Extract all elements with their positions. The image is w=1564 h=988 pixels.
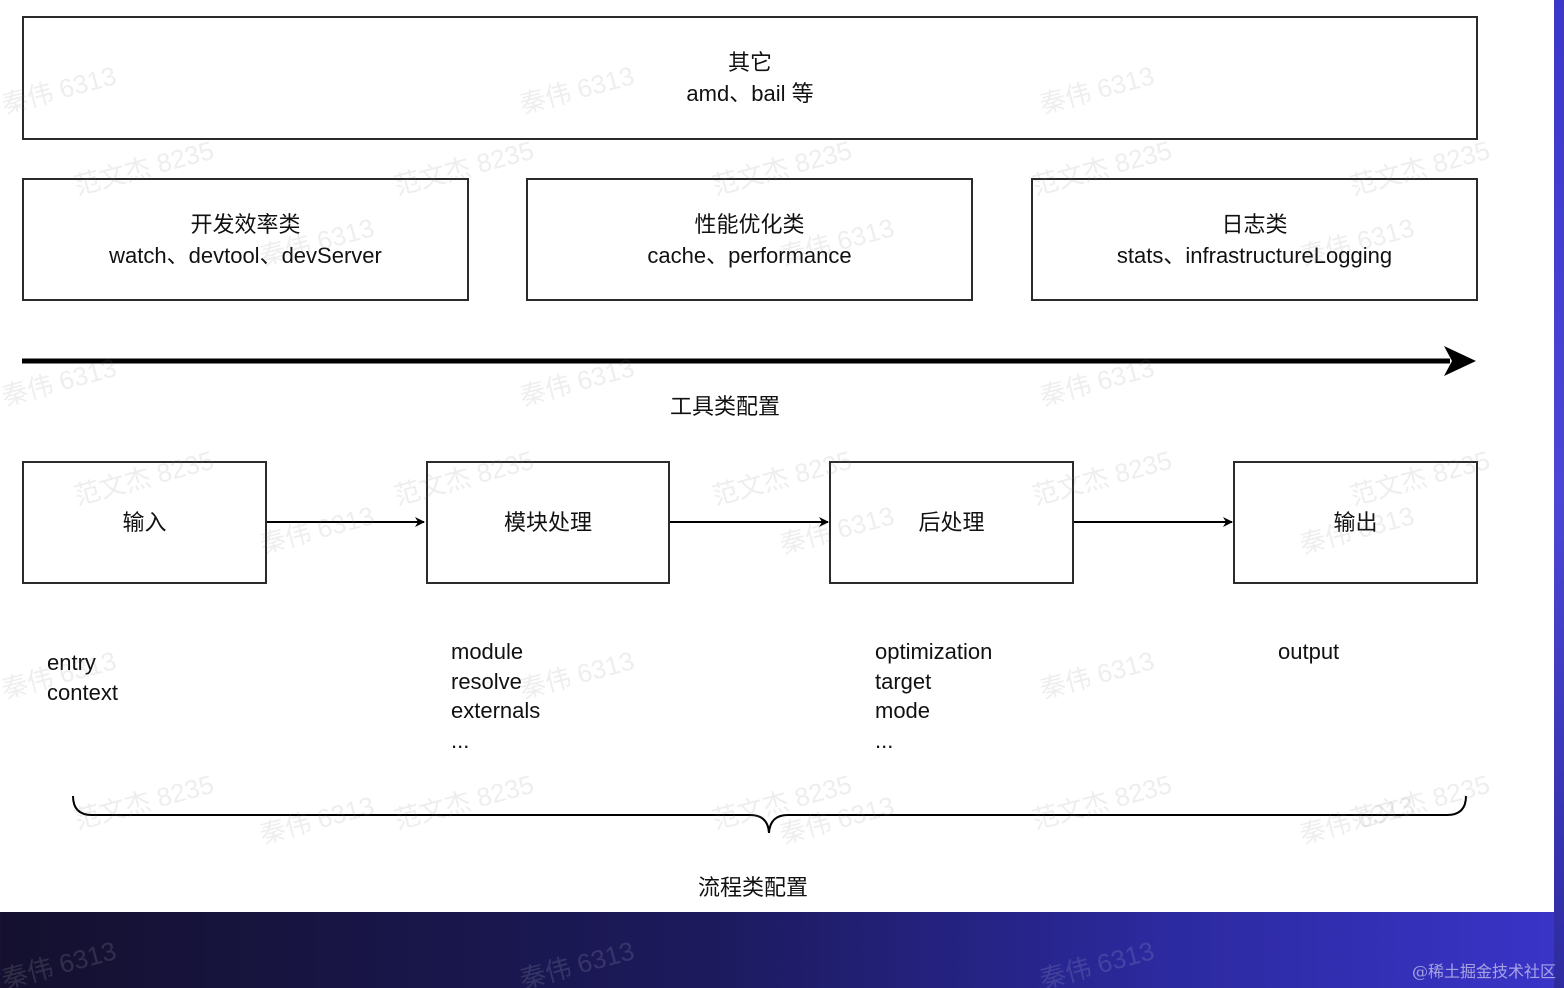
input-options: entry context <box>47 648 118 707</box>
option-item: resolve <box>451 668 522 694</box>
flow-step-input-label: 输入 <box>122 510 167 535</box>
watermark: 秦伟 6313 <box>1036 935 1158 988</box>
module-options: module resolve externals ... <box>451 637 540 755</box>
option-item: ... <box>875 727 894 753</box>
diagram-canvas: 其它 amd、bail 等 开发效率类 watch、devtool、devSer… <box>0 16 1493 900</box>
other-config-title: 其它 <box>727 50 772 75</box>
tool-axis-label: 工具类配置 <box>670 394 781 419</box>
logging-title: 日志类 <box>1221 211 1288 237</box>
flow-step-output: 输出 <box>1233 461 1478 584</box>
logging-box: 日志类 stats、infrastructureLogging <box>1031 178 1478 301</box>
performance-subtitle: cache、performance <box>647 242 852 268</box>
option-item: mode <box>875 698 931 723</box>
option-item: externals <box>451 698 541 723</box>
option-item: optimization <box>875 639 993 664</box>
flow-step-module-label: 模块处理 <box>503 510 592 535</box>
performance-title: 性能优化类 <box>694 211 805 237</box>
flow-label: 流程类配置 <box>698 875 809 900</box>
dev-efficiency-title: 开发效率类 <box>190 211 301 237</box>
performance-box: 性能优化类 cache、performance <box>526 178 973 301</box>
flow-step-module: 模块处理 <box>426 461 670 584</box>
flow-step-input: 输入 <box>22 461 267 584</box>
watermark: 秦伟 6313 <box>516 935 638 988</box>
tool-axis-arrowhead <box>1444 346 1476 376</box>
option-item: module <box>451 639 524 664</box>
flow-step-postprocess-label: 后处理 <box>918 510 985 535</box>
option-item: ... <box>451 727 470 753</box>
option-item: target <box>875 668 932 694</box>
watermark: 秦伟 6313 <box>0 935 120 988</box>
option-item: entry <box>47 650 96 675</box>
logging-subtitle: stats、infrastructureLogging <box>1116 242 1393 268</box>
dev-efficiency-subtitle: watch、devtool、devServer <box>109 242 382 268</box>
postprocess-options: optimization target mode ... <box>875 637 992 755</box>
site-credit: @稀土掘金技术社区 <box>1411 962 1556 981</box>
right-edge-strip <box>1554 0 1564 988</box>
output-options: output <box>1278 637 1339 667</box>
flow-step-output-label: 输出 <box>1333 510 1378 535</box>
connector-lines <box>22 346 1476 834</box>
other-config-box: 其它 amd、bail 等 <box>22 16 1478 140</box>
other-config-subtitle: amd、bail 等 <box>686 81 814 106</box>
option-item: output <box>1278 639 1340 664</box>
dev-efficiency-box: 开发效率类 watch、devtool、devServer <box>22 178 469 301</box>
flow-brace <box>72 795 1467 834</box>
option-item: context <box>47 679 118 705</box>
flow-step-postprocess: 后处理 <box>829 461 1074 584</box>
